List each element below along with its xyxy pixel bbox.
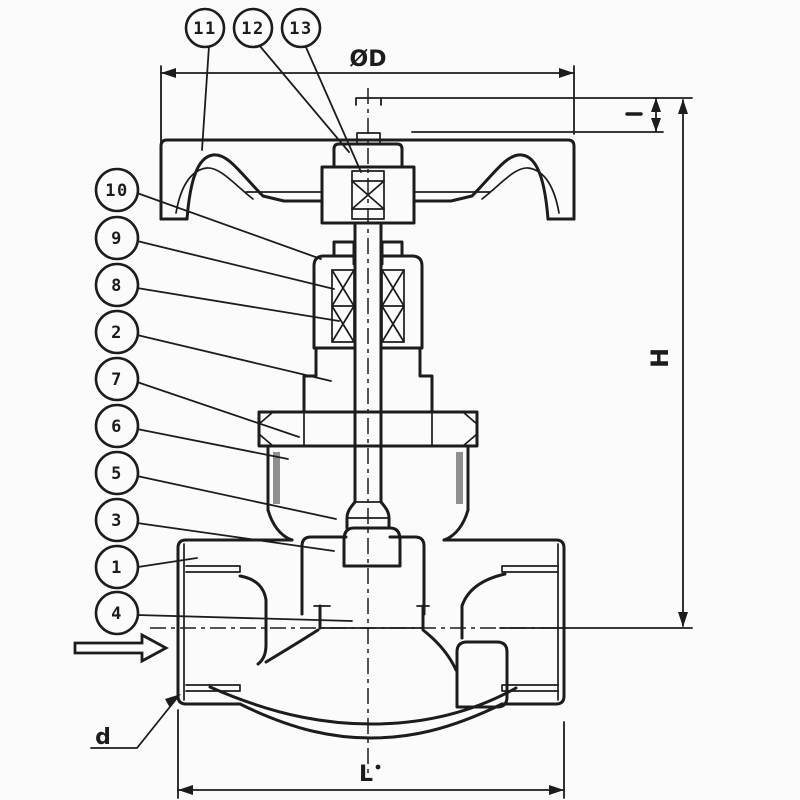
callout-balloon-4: 4 [94, 590, 353, 636]
thread-engagement-left [273, 452, 280, 504]
centerlines [150, 88, 565, 775]
label-diameter: ØD [350, 47, 387, 72]
callout-balloon-2: 2 [94, 309, 332, 382]
callout-balloon-7: 7 [94, 356, 300, 438]
callout-balloon-11: 11 [184, 7, 226, 151]
label-port-size: d [90, 694, 181, 750]
bonnet [257, 346, 479, 512]
length-label-dot [375, 764, 381, 770]
label-length: L [359, 762, 373, 787]
balloon-number-12: 12 [241, 19, 264, 39]
callout-balloon-8: 8 [94, 262, 340, 322]
packing-hatch-right [381, 269, 405, 343]
balloon-number-9: 9 [111, 229, 123, 249]
dimension-handwheel-diameter: ØD [160, 47, 575, 213]
balloon-number-13: 13 [289, 19, 312, 39]
balloon-number-4: 4 [111, 604, 123, 624]
callout-balloon-1: 1 [94, 544, 198, 590]
callout-balloon-3: 3 [94, 497, 335, 552]
packing-hatch-left [331, 269, 355, 343]
dimension-length: L [177, 709, 565, 799]
balloon-number-7: 7 [111, 370, 123, 390]
stem [345, 221, 391, 530]
dimension-hub-height [355, 97, 693, 133]
handwheel-hub [320, 132, 416, 225]
thread-engagement-right [456, 452, 463, 504]
balloon-number-1: 1 [111, 558, 123, 578]
callout-balloon-6: 6 [94, 403, 289, 460]
valve-body [176, 508, 566, 740]
balloon-number-6: 6 [111, 417, 123, 437]
balloon-number-3: 3 [111, 511, 123, 531]
callout-balloon-5: 5 [94, 450, 337, 520]
seat-ring [313, 604, 430, 630]
callouts: 11 12 13 10 9 8 2 [94, 7, 362, 636]
body-interior [238, 535, 509, 709]
inlet-thread [185, 565, 241, 692]
balloon-number-5: 5 [111, 464, 123, 484]
callout-balloon-13: 13 [280, 7, 362, 173]
outlet-chamber [455, 640, 509, 709]
callout-balloon-9: 9 [94, 215, 335, 290]
stem-nut-hatch [351, 170, 385, 220]
callout-balloon-10: 10 [94, 167, 322, 260]
callout-balloon-12: 12 [232, 7, 350, 153]
balloon-number-11: 11 [193, 19, 216, 39]
label-height: H [646, 348, 674, 368]
balloon-number-8: 8 [111, 276, 123, 296]
label-port: d [95, 725, 111, 750]
balloon-number-10: 10 [105, 181, 128, 201]
dimension-height: H [499, 99, 693, 629]
balloon-number-2: 2 [111, 323, 123, 343]
outlet-thread [501, 565, 559, 692]
disc [342, 526, 402, 568]
flow-direction-arrow-icon [73, 632, 169, 664]
